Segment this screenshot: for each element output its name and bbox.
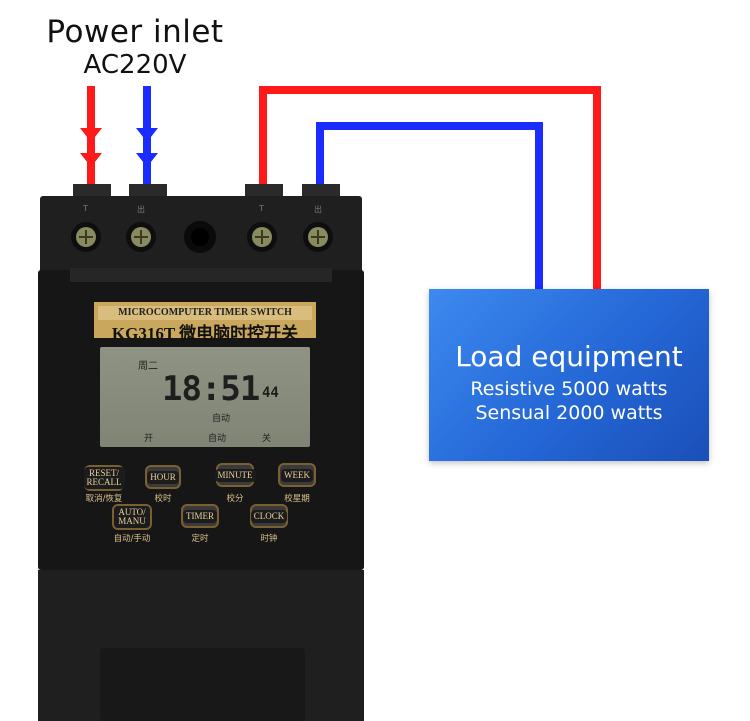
- button-label: MINUTE: [214, 468, 256, 482]
- button-label: CLOCK: [250, 509, 288, 523]
- timer-switch-device: [38, 184, 364, 721]
- lcd-weekday: 周二: [138, 361, 158, 372]
- output-neutral-wire: [316, 122, 543, 292]
- inlet-live-wire: [80, 86, 102, 195]
- clock-caption: 时钟: [260, 534, 278, 544]
- load-equipment-box: [429, 289, 709, 461]
- terminal-label: 出: [137, 205, 145, 214]
- timer-button[interactable]: TIMER: [181, 504, 219, 528]
- power-inlet-title: Power inlet: [46, 14, 224, 50]
- lcd-state-off: 关: [262, 434, 272, 444]
- auto-manu-caption: 自动/手动: [113, 534, 151, 544]
- auto-manu-button[interactable]: AUTO/ MANU: [112, 504, 152, 530]
- lcd-time: 18:51: [162, 369, 260, 409]
- terminal-screw: [71, 222, 101, 252]
- terminal-screw: [247, 222, 277, 252]
- terminal-screw: [126, 222, 156, 252]
- device-top-label: MICROCOMPUTER TIMER SWITCH: [118, 307, 292, 318]
- minute-button[interactable]: MINUTE: [214, 463, 256, 487]
- lcd-state-on: 开: [144, 434, 154, 444]
- timer-caption: 定时: [191, 534, 209, 544]
- load-sensual-rating: Sensual 2000 watts: [475, 402, 663, 424]
- indicator-hole: [184, 221, 216, 253]
- load-title: Load equipment: [455, 340, 683, 373]
- terminal-label: T: [259, 204, 264, 213]
- lcd-state-auto: 自动: [208, 434, 227, 444]
- clock-button[interactable]: CLOCK: [250, 504, 288, 528]
- power-inlet-voltage: AC220V: [83, 50, 187, 80]
- terminal-screw: [303, 222, 333, 252]
- button-label: RESET/ RECALL: [83, 467, 125, 489]
- terminal-label: 出: [314, 205, 322, 214]
- terminal-label: T: [83, 204, 88, 213]
- output-live-wire: [259, 86, 601, 292]
- week-button[interactable]: WEEK: [278, 463, 316, 487]
- button-label: AUTO/ MANU: [114, 506, 150, 528]
- reset-recall-caption: 取消/恢复: [85, 494, 123, 504]
- load-resistive-rating: Resistive 5000 watts: [470, 378, 668, 400]
- lcd-screen: 周二 18:51 44 自动 开 自动 关: [100, 347, 310, 447]
- lcd-seconds: 44: [262, 385, 279, 401]
- inlet-neutral-wire: [136, 86, 158, 195]
- week-caption: 校星期: [284, 494, 310, 504]
- button-label: TIMER: [183, 509, 217, 523]
- reset-recall-button[interactable]: RESET/ RECALL: [83, 465, 125, 491]
- lcd-mode: 自动: [212, 414, 231, 424]
- device-model-label: KG316T 微电脑时控开关: [111, 324, 299, 343]
- hour-button[interactable]: HOUR: [145, 465, 181, 489]
- minute-caption: 校分: [226, 494, 244, 504]
- button-label: WEEK: [281, 468, 313, 482]
- hour-caption: 校时: [154, 494, 172, 504]
- button-label: HOUR: [147, 470, 179, 484]
